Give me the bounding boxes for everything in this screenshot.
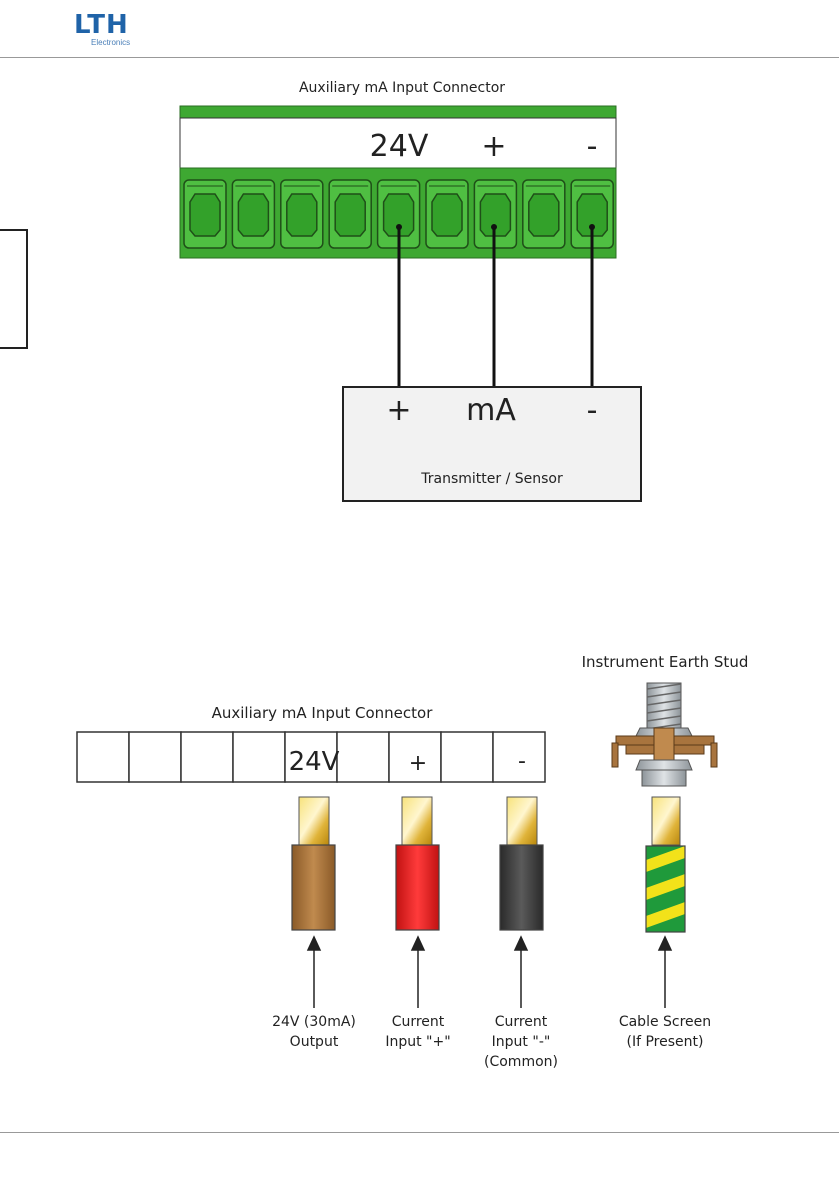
diagram1-title: Auxiliary mA Input Connector xyxy=(299,80,505,96)
terminal-label-24v: 24V xyxy=(370,129,429,164)
cell-label-plus: + xyxy=(409,751,427,776)
connector-terminal xyxy=(329,180,371,248)
connector-terminal xyxy=(523,180,565,248)
connector-cell xyxy=(129,732,181,782)
footer-divider xyxy=(0,1132,839,1133)
device-label-ma: mA xyxy=(466,393,516,428)
caption-cable-screen: Cable Screen (If Present) xyxy=(590,1012,740,1052)
cell-label-24v: 24V xyxy=(289,747,340,777)
device-name: Transmitter / Sensor xyxy=(420,471,563,487)
connector-top-strip xyxy=(180,106,616,118)
earth-stud-title: Instrument Earth Stud xyxy=(582,653,749,671)
connector-terminal xyxy=(232,180,274,248)
connector-cell xyxy=(441,732,493,782)
wire-brown xyxy=(292,797,335,930)
wire-red xyxy=(396,797,439,930)
connector-cell xyxy=(181,732,233,782)
terminal-label-minus: - xyxy=(587,129,598,164)
connector-cell xyxy=(77,732,129,782)
connector-cell xyxy=(233,732,285,782)
caption-arrows xyxy=(308,937,671,1008)
wire-black xyxy=(500,797,543,930)
device-label-minus: - xyxy=(587,393,598,428)
diagram2-title: Auxiliary mA Input Connector xyxy=(212,704,434,722)
terminal-label-plus: + xyxy=(481,129,506,164)
caption-current-input-minus: Current Input "-" (Common) xyxy=(451,1012,591,1072)
earth-stud xyxy=(612,683,717,786)
cell-label-minus: - xyxy=(518,749,526,774)
wire-earth xyxy=(646,797,685,932)
connector-cell xyxy=(337,732,389,782)
connector-terminal xyxy=(281,180,323,248)
device-label-plus: + xyxy=(386,393,411,428)
connector-terminal xyxy=(184,180,226,248)
connector-terminal xyxy=(426,180,468,248)
